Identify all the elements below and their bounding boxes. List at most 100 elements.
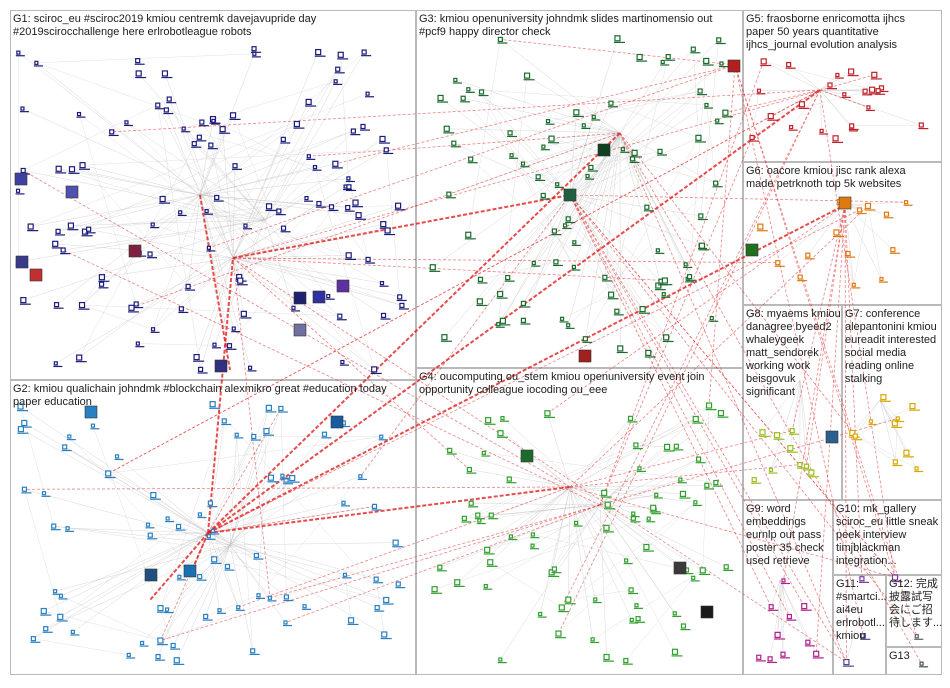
node-g2[interactable] [155,653,166,661]
node-g3[interactable] [644,349,656,358]
node-g7[interactable] [909,402,921,411]
node-g2[interactable] [56,613,68,622]
node-g3[interactable] [714,118,724,125]
node-g9[interactable] [804,639,815,647]
node-g2[interactable] [380,631,392,640]
node-g3[interactable] [531,260,541,267]
node-avatar[interactable] [727,59,741,73]
node-g1[interactable] [352,199,364,208]
node-g3[interactable] [661,292,671,298]
node-g1[interactable] [226,343,237,350]
node-g4[interactable] [497,657,507,664]
node-g1[interactable] [78,301,90,310]
node-g1[interactable] [198,119,209,127]
node-g5[interactable] [760,58,772,67]
node-g3[interactable] [478,89,489,97]
node-g4[interactable] [695,456,706,464]
node-g2[interactable] [61,444,72,452]
node-g3[interactable] [715,37,726,45]
node-g4[interactable] [628,587,639,595]
node-avatar[interactable] [84,405,98,419]
node-g5[interactable] [862,88,873,96]
node-g4[interactable] [630,511,640,518]
node-g5[interactable] [788,124,798,131]
node-g6[interactable] [883,211,894,219]
node-g2[interactable] [267,595,277,602]
node-g3[interactable] [601,274,612,282]
node-g4[interactable] [476,518,486,525]
node-g1[interactable] [68,166,80,174]
node-g6[interactable] [804,252,815,260]
node-g1[interactable] [350,128,361,136]
node-g2[interactable] [41,491,51,497]
node-g6[interactable] [832,229,844,238]
node-g1[interactable] [147,251,158,259]
node-g3[interactable] [582,336,593,343]
node-avatar[interactable] [65,185,79,199]
node-g4[interactable] [671,648,683,657]
node-g1[interactable] [85,226,96,234]
node-g3[interactable] [694,134,706,143]
node-g2[interactable] [170,642,181,650]
node-g3[interactable] [571,240,581,247]
node-g3[interactable] [565,323,575,329]
node-avatar[interactable] [336,279,350,293]
node-g2[interactable] [279,473,289,480]
node-g6[interactable] [889,247,900,254]
node-g8[interactable] [758,429,770,437]
node-g9[interactable] [812,650,824,659]
node-g4[interactable] [486,559,498,567]
node-g1[interactable] [27,223,39,232]
node-g1[interactable] [370,366,382,375]
node-g2[interactable] [374,604,385,612]
node-g4[interactable] [642,543,654,552]
node-g1[interactable] [231,326,241,333]
node-avatar[interactable] [128,244,142,258]
node-g6[interactable] [851,282,861,289]
node-g3[interactable] [477,276,488,284]
node-g2[interactable] [156,605,168,613]
node-g1[interactable] [177,210,187,217]
node-g1[interactable] [251,46,262,53]
node-g5[interactable] [756,88,766,95]
node-g6[interactable] [878,276,888,283]
node-g2[interactable] [221,418,232,426]
node-g8[interactable] [789,428,800,435]
node-g2[interactable] [176,574,186,581]
node-g2[interactable] [17,426,29,434]
node-g2[interactable] [216,608,226,614]
node-g3[interactable] [631,149,643,158]
node-avatar[interactable] [745,243,759,257]
node-g2[interactable] [70,629,80,636]
node-g8[interactable] [751,477,762,484]
node-g2[interactable] [342,572,352,579]
node-g4[interactable] [436,564,447,572]
node-g3[interactable] [698,242,710,251]
node-g3[interactable] [429,264,441,272]
node-g1[interactable] [361,49,372,57]
node-g5[interactable] [785,61,796,69]
node-g2[interactable] [395,581,406,589]
node-g3[interactable] [613,35,625,43]
node-g3[interactable] [445,191,456,199]
node-g4[interactable] [530,543,540,550]
node-g2[interactable] [30,636,41,643]
node-g4[interactable] [484,417,496,425]
node-g4[interactable] [680,623,691,631]
node-avatar[interactable] [597,143,611,157]
node-g8[interactable] [773,432,785,440]
node-g4[interactable] [690,575,700,582]
node-g3[interactable] [450,140,461,148]
node-g1[interactable] [314,48,326,57]
node-g1[interactable] [394,202,406,211]
node-g3[interactable] [697,88,708,96]
node-g2[interactable] [66,434,76,441]
node-g3[interactable] [520,317,531,325]
node-g2[interactable] [206,534,216,540]
node-g3[interactable] [683,262,693,269]
node-g2[interactable] [283,594,294,602]
node-avatar[interactable] [183,564,197,578]
node-g2[interactable] [173,657,185,665]
node-g9[interactable] [774,631,786,640]
node-g2[interactable] [104,470,116,479]
